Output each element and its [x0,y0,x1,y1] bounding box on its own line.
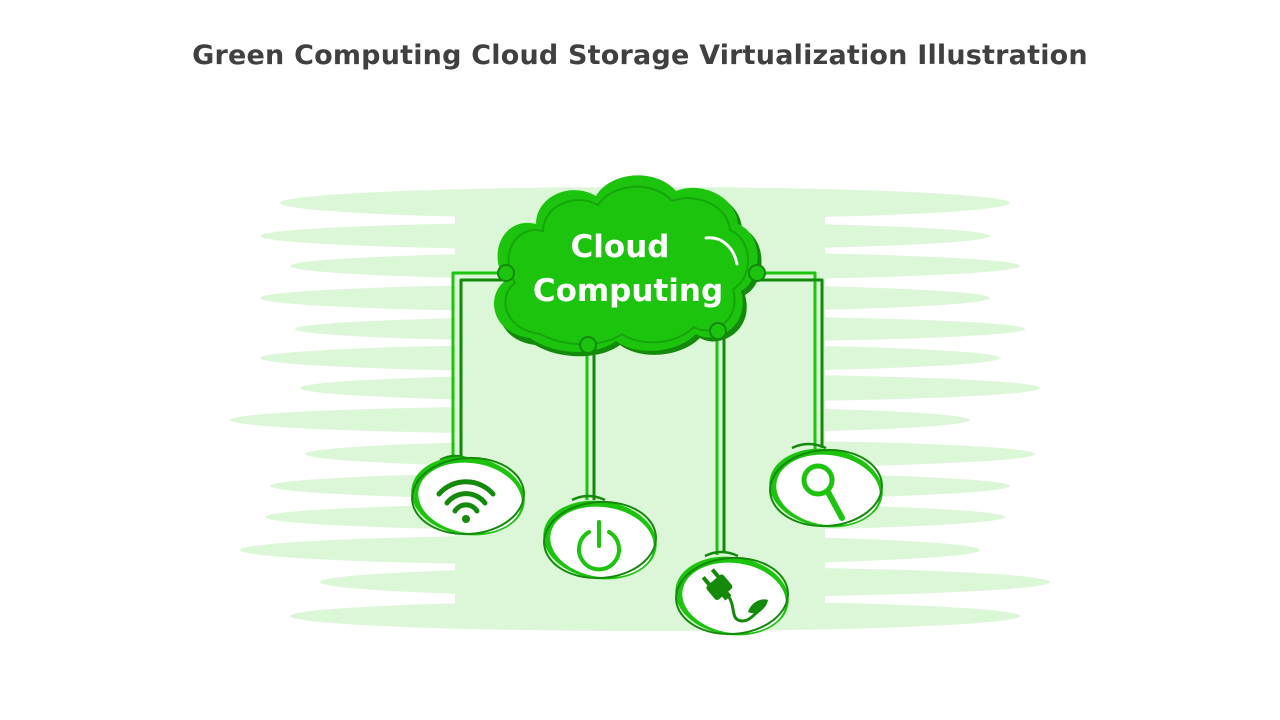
plug-leaf-icon [701,568,768,623]
node-wifi [411,454,525,536]
node-power [543,494,657,580]
cloud-shape: Cloud Computing [494,175,762,357]
cloud-highlight [704,236,739,266]
cloud-label-line1: Cloud [571,229,670,265]
connector-dots [497,264,766,354]
cloud-label-line2: Computing [533,273,723,309]
connector-lines [451,271,824,555]
power-icon [577,520,621,572]
search-icon [801,463,845,521]
wifi-icon [436,479,496,523]
slide-title: Green Computing Cloud Storage Virtualiza… [192,40,1088,71]
node-search [769,442,883,528]
node-plug [675,550,789,636]
